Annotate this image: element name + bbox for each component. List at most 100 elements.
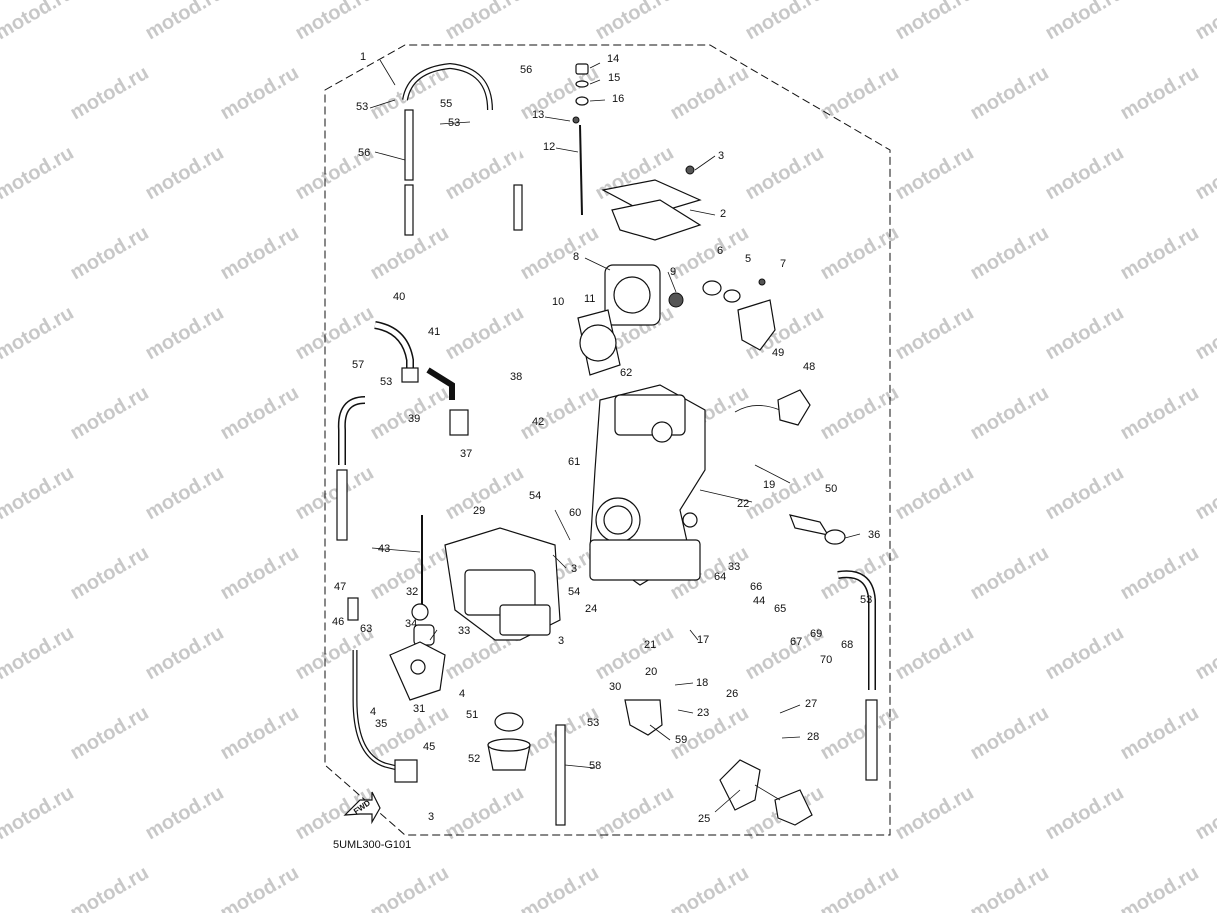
- callout-23: 23: [697, 707, 709, 719]
- callout-56: 56: [358, 147, 370, 159]
- watermark-text: motod.ru: [1117, 702, 1203, 764]
- callout-69: 69: [810, 628, 822, 640]
- watermark-text: motod.ru: [0, 862, 3, 913]
- leader-line: [781, 736, 801, 739]
- leader-line: [689, 629, 699, 641]
- watermark-text: motod.ru: [1192, 622, 1217, 684]
- callout-49: 49: [772, 347, 784, 359]
- callout-46: 46: [332, 616, 344, 628]
- watermark-text: motod.ru: [0, 622, 78, 684]
- filter-39: [449, 409, 469, 436]
- callout-32: 32: [406, 586, 418, 598]
- top-cover-2: [601, 165, 702, 241]
- watermark-text: motod.ru: [892, 462, 978, 524]
- watermark-text: motod.ru: [367, 702, 453, 764]
- leader-line: [699, 489, 753, 503]
- watermark-text: motod.ru: [67, 702, 153, 764]
- spring-47: [347, 597, 359, 621]
- callout-26: 26: [726, 688, 738, 700]
- callout-3: 3: [718, 150, 724, 162]
- watermark-text: motod.ru: [592, 0, 678, 44]
- callout-50: 50: [825, 483, 837, 495]
- leader-line: [589, 62, 601, 69]
- watermark-text: motod.ru: [967, 222, 1053, 284]
- callout-47: 47: [334, 581, 346, 593]
- watermark-text: motod.ru: [67, 542, 153, 604]
- watermark-text: motod.ru: [0, 702, 3, 764]
- callout-9: 9: [670, 266, 676, 278]
- watermark-text: motod.ru: [967, 382, 1053, 444]
- callout-48: 48: [803, 361, 815, 373]
- watermark-text: motod.ru: [142, 782, 228, 844]
- callout-53: 53: [356, 101, 368, 113]
- callout-55: 55: [440, 98, 452, 110]
- callout-64: 64: [714, 571, 726, 583]
- watermark-text: motod.ru: [742, 462, 828, 524]
- callout-7: 7: [780, 258, 786, 270]
- watermark-text: motod.ru: [667, 862, 753, 913]
- callout-8: 8: [573, 251, 579, 263]
- callout-4: 4: [459, 688, 465, 700]
- float-bowl-29: [444, 527, 561, 641]
- leader-line: [374, 151, 406, 161]
- callout-33: 33: [458, 625, 470, 637]
- watermark-text: motod.ru: [1192, 302, 1217, 364]
- watermark-text: motod.ru: [742, 0, 828, 44]
- callout-28: 28: [807, 731, 819, 743]
- watermark-text: motod.ru: [817, 862, 903, 913]
- leader-line: [552, 554, 567, 569]
- leader-line: [371, 547, 421, 553]
- callout-53: 53: [587, 717, 599, 729]
- callout-54: 54: [568, 586, 580, 598]
- drain-plug-52: [487, 712, 531, 771]
- callout-25: 25: [698, 813, 710, 825]
- callout-70: 70: [820, 654, 832, 666]
- callout-13: 13: [532, 109, 544, 121]
- watermark-text: motod.ru: [217, 382, 303, 444]
- pump-cover-31: [389, 641, 446, 701]
- callout-63: 63: [360, 623, 372, 635]
- watermark-text: motod.ru: [892, 142, 978, 204]
- watermark-text: motod.ru: [0, 222, 3, 284]
- watermark-text: motod.ru: [967, 862, 1053, 913]
- leader-line: [544, 116, 571, 122]
- watermark-text: motod.ru: [292, 302, 378, 364]
- callout-19: 19: [763, 479, 775, 491]
- needle-clip-stack: [572, 63, 589, 124]
- watermark-text: motod.ru: [142, 622, 228, 684]
- leader-line: [694, 155, 716, 171]
- callout-34: 34: [405, 618, 417, 630]
- watermark-text: motod.ru: [1117, 222, 1203, 284]
- watermark-text: motod.ru: [1117, 382, 1203, 444]
- callout-35: 35: [375, 718, 387, 730]
- leader-line: [589, 99, 606, 102]
- watermark-text: motod.ru: [967, 702, 1053, 764]
- callout-43: 43: [378, 543, 390, 555]
- leader-line: [677, 709, 694, 714]
- watermark-text: motod.ru: [217, 542, 303, 604]
- watermark-text: motod.ru: [1192, 462, 1217, 524]
- callout-68: 68: [841, 639, 853, 651]
- watermark-text: motod.ru: [517, 382, 603, 444]
- watermark-text: motod.ru: [142, 462, 228, 524]
- diagram-code: 5UML300-G101: [333, 839, 411, 851]
- callout-61: 61: [568, 456, 580, 468]
- callout-29: 29: [473, 505, 485, 517]
- adjuster-36: [789, 514, 846, 545]
- callout-62: 62: [620, 367, 632, 379]
- watermark-text: motod.ru: [0, 542, 3, 604]
- leader-line: [554, 509, 571, 541]
- callout-10: 10: [552, 296, 564, 308]
- hose-41: [426, 367, 455, 400]
- leader-line: [584, 257, 611, 271]
- callout-21: 21: [644, 639, 656, 651]
- callout-20: 20: [645, 666, 657, 678]
- watermark-text: motod.ru: [67, 222, 153, 284]
- watermark-text: motod.ru: [217, 862, 303, 913]
- callout-33: 33: [728, 561, 740, 573]
- watermark-text: motod.ru: [892, 782, 978, 844]
- callout-54: 54: [529, 490, 541, 502]
- watermark-text: motod.ru: [367, 862, 453, 913]
- callout-6: 6: [717, 245, 723, 257]
- callout-60: 60: [569, 507, 581, 519]
